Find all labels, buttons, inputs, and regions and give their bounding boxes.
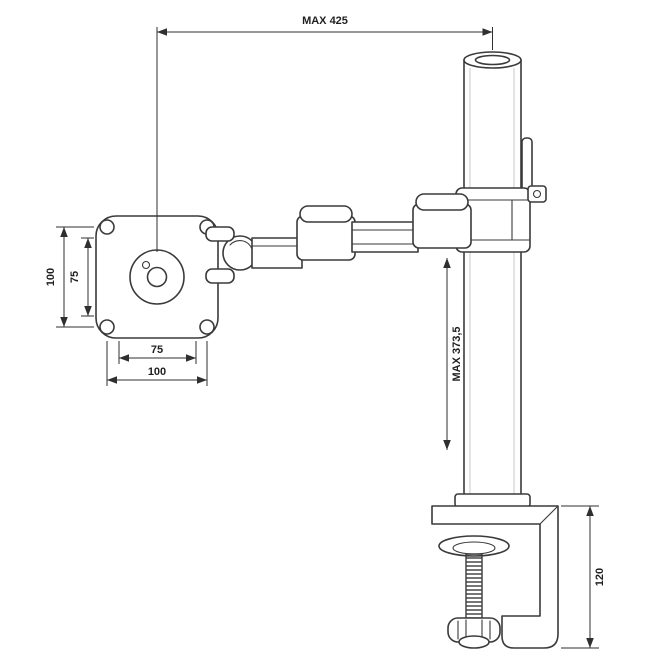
desk-clamp bbox=[431, 505, 559, 649]
clamp-bracket bbox=[431, 505, 559, 649]
dimension-vesa-height-outer: 100 bbox=[45, 226, 94, 328]
tilt-joint-detail bbox=[229, 240, 253, 250]
dim-label-vesa-height-inner: 75 bbox=[69, 271, 81, 283]
joint-2-cap bbox=[415, 193, 469, 211]
vesa-plate bbox=[95, 215, 219, 339]
dim-label-max-width: MAX 425 bbox=[302, 15, 348, 27]
collar-clamp-tab bbox=[527, 185, 547, 203]
dim-label-vesa-height-outer: 100 bbox=[45, 268, 57, 286]
arrow-up-icon bbox=[443, 258, 451, 268]
arrow-down-icon bbox=[60, 317, 68, 327]
arrow-down-icon bbox=[586, 638, 594, 648]
dimension-max-pole-height: MAX 373,5 bbox=[443, 258, 463, 450]
dimension-max-width: MAX 425 bbox=[156, 15, 493, 252]
dim-label-vesa-width-outer: 100 bbox=[148, 366, 166, 378]
dim-label-clamp-depth: 120 bbox=[594, 568, 606, 586]
vesa-hole-bottom-right bbox=[199, 319, 215, 335]
dimension-clamp-depth: 120 bbox=[561, 505, 606, 649]
arrow-right-icon bbox=[186, 354, 196, 362]
pole-lever bbox=[521, 137, 533, 193]
dimension-vesa-width-inner: 75 bbox=[118, 341, 197, 364]
vesa-center-hole bbox=[146, 266, 168, 288]
clamp-pad bbox=[438, 535, 510, 557]
dim-label-vesa-width-inner: 75 bbox=[151, 344, 163, 356]
pole-base-collar bbox=[454, 493, 531, 508]
vesa-hole-top-left bbox=[99, 219, 115, 235]
hinge-lug-top bbox=[205, 226, 235, 242]
arm-segment-1 bbox=[251, 237, 303, 269]
hinge-lug-bottom bbox=[205, 268, 235, 284]
clamp-screw-thread bbox=[465, 553, 483, 621]
arrow-left-icon bbox=[119, 354, 129, 362]
dim-label-max-pole-height: MAX 373,5 bbox=[451, 326, 463, 381]
clamp-gusset bbox=[539, 506, 558, 525]
vesa-hole-bottom-left bbox=[99, 319, 115, 335]
arm-segment-2 bbox=[351, 221, 419, 253]
arrow-down-icon bbox=[443, 440, 451, 450]
pole bbox=[454, 51, 533, 508]
arrow-left-icon bbox=[157, 28, 167, 36]
arrow-down-icon bbox=[84, 306, 92, 316]
arrow-left-icon bbox=[107, 376, 117, 384]
vesa-key-notch bbox=[141, 260, 151, 270]
articulated-arm bbox=[205, 193, 472, 284]
arrow-up-icon bbox=[60, 227, 68, 237]
pole-top-bore bbox=[474, 54, 511, 66]
dimension-vesa-height-inner: 75 bbox=[69, 237, 94, 317]
arrow-up-icon bbox=[586, 506, 594, 516]
arrow-up-icon bbox=[84, 238, 92, 248]
knob-bottom bbox=[458, 635, 490, 649]
dimension-vesa-width-outer: 100 bbox=[106, 341, 208, 386]
joint-1-cap bbox=[299, 205, 353, 223]
arrow-right-icon bbox=[197, 376, 207, 384]
arrow-right-icon bbox=[482, 28, 493, 36]
collar-bolt-icon bbox=[532, 189, 542, 199]
